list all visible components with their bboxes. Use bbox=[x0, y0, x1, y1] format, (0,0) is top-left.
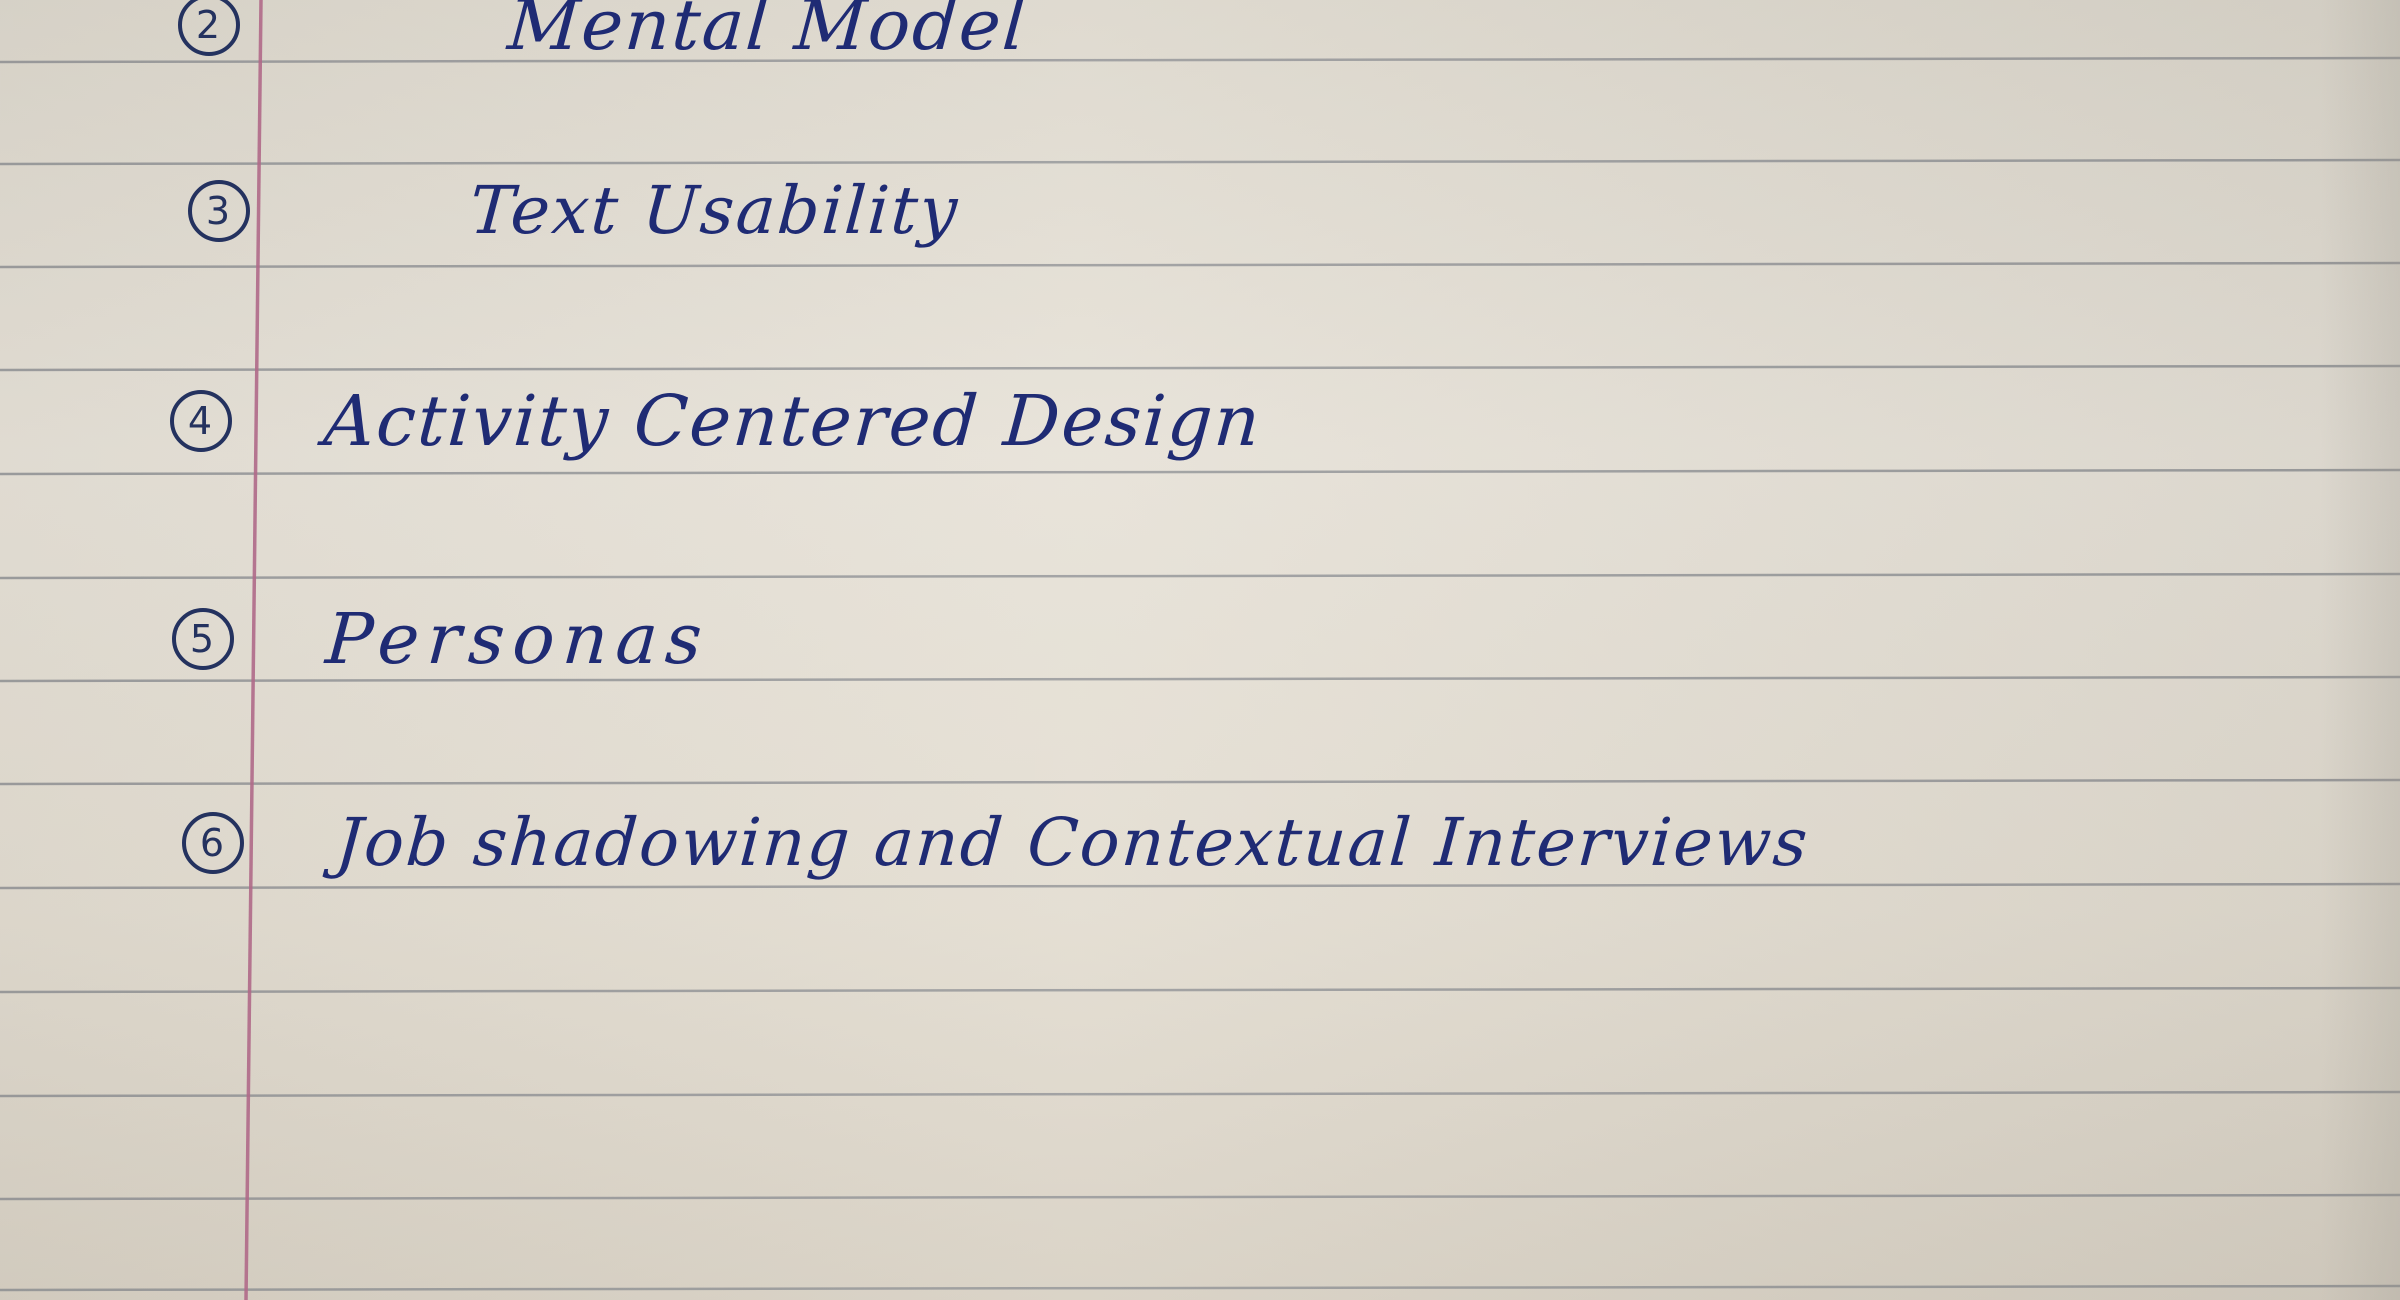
page-edge-shadow bbox=[2320, 0, 2400, 1300]
note-number-3: 3 bbox=[188, 179, 250, 242]
note-item-4: 4 Activity Centered Design bbox=[170, 380, 1265, 462]
note-text-6: Job shadowing and Contextual Interviews bbox=[333, 804, 1812, 881]
rule-line-7 bbox=[0, 675, 2400, 683]
rule-line-8 bbox=[0, 778, 2400, 786]
note-text-4: Activity Centered Design bbox=[321, 380, 1265, 462]
rule-line-1 bbox=[0, 56, 2400, 64]
note-number-4: 4 bbox=[170, 390, 232, 452]
rule-line-4 bbox=[0, 364, 2400, 372]
rule-line-9 bbox=[0, 882, 2400, 890]
note-text-5: Personas bbox=[323, 598, 713, 680]
note-item-3: 3 Text Usability bbox=[188, 172, 962, 249]
rule-line-5 bbox=[0, 468, 2400, 476]
note-item-2: 2 Mental Model bbox=[178, 0, 1031, 66]
rule-line-6 bbox=[0, 572, 2400, 580]
rule-line-13 bbox=[0, 1284, 2400, 1292]
note-item-5: 5 Personas bbox=[172, 598, 713, 680]
rule-line-2 bbox=[0, 158, 2400, 166]
note-number-2: 2 bbox=[178, 0, 240, 56]
note-text-2: Mental Model bbox=[505, 0, 1031, 66]
rule-line-12 bbox=[0, 1193, 2400, 1201]
note-number-5: 5 bbox=[172, 608, 234, 670]
rule-line-10 bbox=[0, 986, 2400, 994]
note-number-6: 6 bbox=[182, 811, 244, 874]
note-text-3: Text Usability bbox=[467, 172, 962, 249]
rule-line-3 bbox=[0, 261, 2400, 269]
rule-line-11 bbox=[0, 1090, 2400, 1098]
note-item-6: 6 Job shadowing and Contextual Interview… bbox=[182, 804, 1812, 881]
